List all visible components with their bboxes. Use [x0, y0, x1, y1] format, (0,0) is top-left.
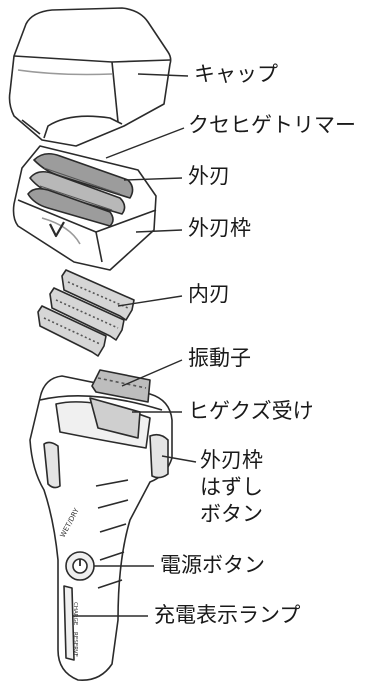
- label-outer-blade: 外刃: [188, 164, 230, 188]
- inner-blade-part: [37, 269, 135, 357]
- cap-part: [8, 7, 172, 147]
- leader-outer-blade: [123, 177, 183, 181]
- label-inner-blade: 内刃: [188, 282, 230, 306]
- body-print-charge: CHARGE: [72, 602, 78, 626]
- leader-trimmer: [105, 127, 185, 159]
- label-cap: キャップ: [194, 62, 278, 86]
- label-outer-frame: 外刃枠: [188, 216, 251, 240]
- label-release-line1: 外刃枠: [200, 448, 263, 472]
- label-release-button: 外刃枠 はずし ボタン: [200, 447, 263, 528]
- label-release-line3: ボタン: [200, 502, 263, 526]
- leader-oscillator: [121, 359, 183, 387]
- outer-frame-part: [12, 145, 157, 271]
- label-whisker-bin: ヒゲクズ受け: [188, 399, 314, 423]
- leader-release: [161, 455, 197, 463]
- label-charge-lamp: 充電表示ランプ: [154, 603, 301, 627]
- label-power-button: 電源ボタン: [160, 553, 265, 577]
- label-oscillator: 振動子: [188, 346, 251, 370]
- shaver-body-part: [29, 369, 173, 681]
- body-print-reserve: RESERVE: [72, 632, 78, 658]
- leader-inner-blade: [117, 295, 183, 307]
- leader-outer-frame: [135, 229, 183, 233]
- label-trimmer: クセヒゲトリマー: [188, 113, 356, 137]
- leader-cap: [137, 73, 189, 77]
- label-release-line2: はずし: [200, 475, 263, 499]
